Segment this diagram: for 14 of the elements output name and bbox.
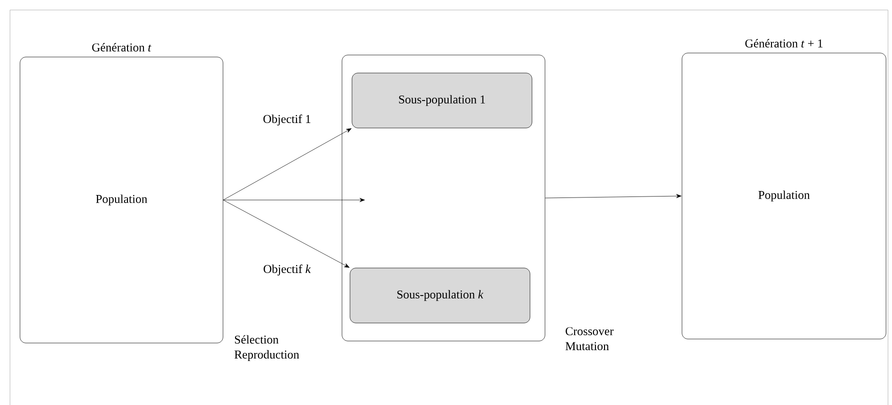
step-label: Crossover Mutation [566,327,614,350]
arrow [223,198,365,202]
arrow [223,200,350,268]
edge-label: Objectif k [264,264,311,276]
arrow [223,128,352,200]
population-box: Population [682,52,886,340]
step-label: Sélection Reproduction [234,335,300,361]
arrow [545,194,682,198]
heading: Génération t [92,43,152,52]
heading: Génération t + 1 [745,39,822,48]
edge-label: Objectif 1 [263,114,310,126]
population-box: Population [20,56,224,344]
subpopulation-box: Sous-population k [350,268,530,324]
subpopulation-box: Sous-population 1 [352,72,532,128]
